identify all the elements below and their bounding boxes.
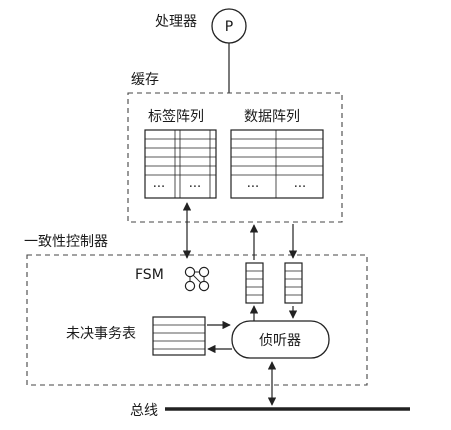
tag-ellipsis-left: ···: [153, 180, 165, 195]
controller-box: [26, 254, 368, 386]
cache-label: 缓存: [131, 72, 159, 88]
tag-ellipsis-right: ···: [189, 180, 201, 195]
pending-table: [152, 316, 206, 356]
snooper-box: [231, 320, 330, 359]
pending-table-label: 未决事务表: [66, 326, 136, 342]
processor-label: 处理器: [155, 14, 197, 30]
fsm-label: FSM: [135, 267, 164, 283]
queue-up: [245, 262, 264, 304]
processor-symbol: P: [225, 19, 233, 35]
bus-label: 总线: [130, 403, 158, 419]
tag-array: [144, 129, 217, 199]
data-ellipsis-right: ···: [294, 180, 306, 195]
queue-down: [284, 262, 303, 304]
cache-box: [127, 92, 343, 223]
data-array-label: 数据阵列: [244, 109, 300, 125]
fsm-icon: [184, 266, 210, 292]
data-array: [230, 129, 324, 199]
tag-array-label: 标签阵列: [148, 108, 204, 125]
snooper-label: 侦听器: [259, 333, 301, 349]
controller-label: 一致性控制器: [24, 234, 108, 250]
data-ellipsis-left: ···: [247, 180, 259, 195]
